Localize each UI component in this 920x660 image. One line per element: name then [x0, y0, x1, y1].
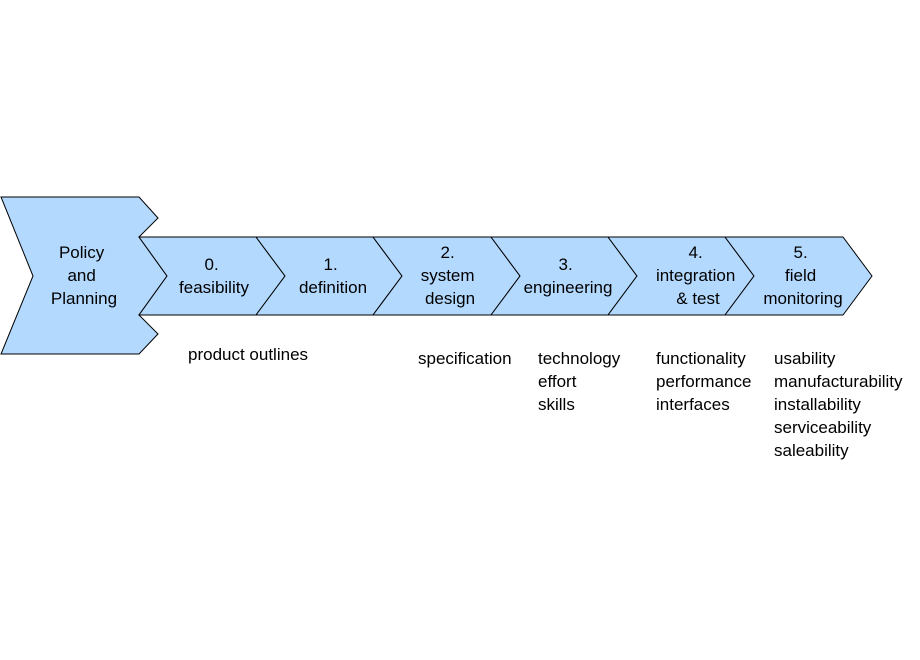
- note-line: specification: [418, 349, 512, 368]
- note-line: installability: [774, 395, 861, 414]
- note-line: serviceability: [774, 418, 872, 437]
- phase-label-line: system: [421, 266, 475, 285]
- phase-label-system-design: 2. system design: [421, 243, 480, 308]
- policy-label-line: Planning: [51, 289, 117, 308]
- phase-label-engineering: 3. engineering: [524, 255, 613, 297]
- note-line: effort: [538, 372, 577, 391]
- note-line: usability: [774, 349, 836, 368]
- phase-label-line: 0.: [205, 255, 219, 274]
- phase-label-line: 4.: [689, 243, 703, 262]
- phase-label-line: 5.: [794, 243, 808, 262]
- note-engineering: technology effort skills: [538, 349, 625, 414]
- phase-label-line: definition: [299, 278, 367, 297]
- phase-label-line: 2.: [441, 243, 455, 262]
- note-field-monitoring: usability manufacturability installabili…: [774, 349, 907, 460]
- phase-label-field-monitoring: 5. field monitoring: [763, 243, 842, 308]
- note-line: interfaces: [656, 395, 730, 414]
- note-line: manufacturability: [774, 372, 903, 391]
- note-system-design: specification: [418, 349, 512, 368]
- phase-label-definition: 1. definition: [299, 255, 367, 297]
- phase-label-line: feasibility: [179, 278, 249, 297]
- note-feasibility: product outlines: [188, 345, 308, 364]
- phase-label-line: engineering: [524, 278, 613, 297]
- phase-label-feasibility: 0. feasibility: [179, 255, 249, 297]
- phase-label-integration: 4. integration & test: [656, 243, 740, 308]
- policy-label: Policy and Planning: [51, 243, 117, 308]
- note-integration: functionality performance interfaces: [656, 349, 756, 414]
- phase-label-line: monitoring: [763, 289, 842, 308]
- phase-label-line: 1.: [324, 255, 338, 274]
- note-line: product outlines: [188, 345, 308, 364]
- note-line: saleability: [774, 441, 849, 460]
- phase-label-line: design: [425, 289, 475, 308]
- phase-chevron-field-monitoring: [724, 236, 873, 316]
- note-line: functionality: [656, 349, 746, 368]
- phase-label-line: & test: [676, 289, 720, 308]
- phase-label-line: integration: [656, 266, 735, 285]
- note-line: performance: [656, 372, 751, 391]
- phase-label-line: field: [785, 266, 816, 285]
- policy-label-line: and: [67, 266, 95, 285]
- note-line: technology: [538, 349, 621, 368]
- phase-label-line: 3.: [559, 255, 573, 274]
- note-line: skills: [538, 395, 575, 414]
- policy-label-line: Policy: [59, 243, 105, 262]
